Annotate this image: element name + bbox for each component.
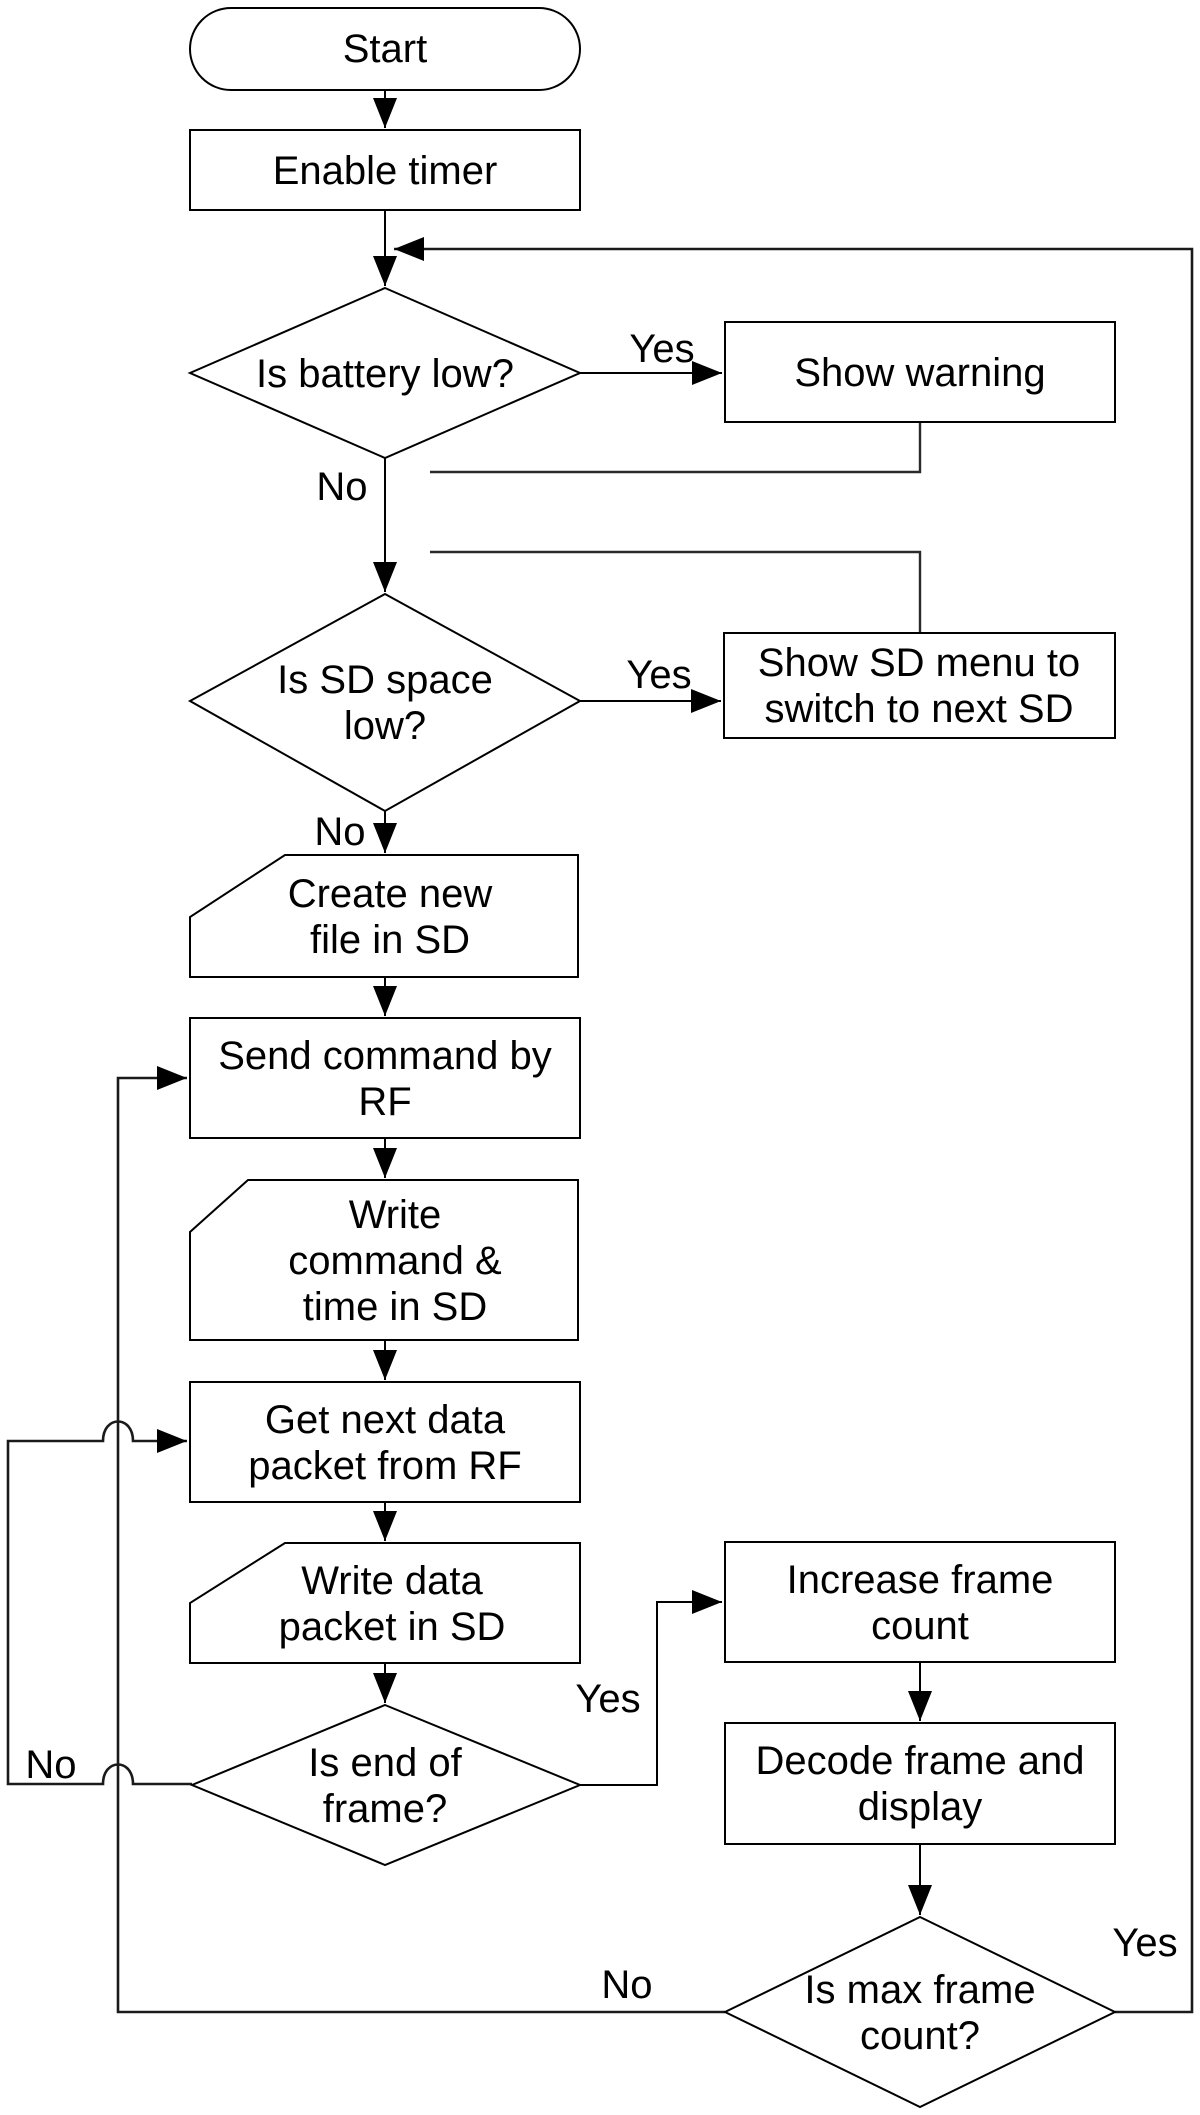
max-frame-check-decision	[722, 1915, 1118, 2109]
edge-end-of-frame-no-loop	[6, 1420, 192, 1786]
write-data-packet-label-line2: packet in SD	[279, 1605, 506, 1649]
send-command-label-line2: RF	[358, 1080, 411, 1124]
write-command-label-line3: time in SD	[303, 1285, 488, 1329]
show-sd-menu-label-line2: switch to next SD	[764, 687, 1073, 731]
start-label: Start	[343, 27, 427, 71]
start-node	[189, 7, 581, 91]
increase-frame-count-node	[724, 1541, 1116, 1663]
battery-no-label: No	[316, 465, 367, 509]
increase-frame-count-label-line1: Increase frame	[787, 1558, 1054, 1602]
max-frame-no-label: No	[601, 1963, 652, 2007]
send-command-label-line1: Send command by	[218, 1034, 552, 1078]
show-warning-label: Show warning	[794, 351, 1045, 395]
max-frame-label-line2: count?	[860, 2014, 980, 2058]
edge-max-frame-no-loop	[116, 1066, 725, 2014]
create-new-file-label-line1: Create new	[288, 872, 493, 916]
write-data-packet-node	[189, 1542, 581, 1664]
edge-end-of-frame-yes	[580, 1590, 722, 1786]
create-new-file-node	[189, 854, 579, 978]
decode-frame-node	[724, 1722, 1116, 1845]
enable-timer-node	[189, 129, 581, 211]
create-new-file-label-line2: file in SD	[310, 918, 470, 962]
end-of-frame-check-decision	[189, 1703, 583, 1867]
end-of-frame-label-line2: frame?	[323, 1787, 448, 1831]
max-frame-label-line1: Is max frame	[804, 1968, 1035, 2012]
write-command-node	[189, 1179, 579, 1341]
max-frame-yes-label: Yes	[1112, 1921, 1177, 1965]
enable-timer-label: Enable timer	[273, 149, 498, 193]
battery-check-label: Is battery low?	[256, 352, 514, 396]
edge-show-warning-return	[430, 422, 922, 474]
show-warning-node	[724, 321, 1116, 423]
increase-frame-count-label-line2: count	[871, 1604, 969, 1648]
write-command-label-line1: Write	[349, 1193, 442, 1237]
write-command-label-line2: command &	[288, 1239, 502, 1283]
edge-show-sd-menu-return	[430, 550, 922, 633]
sd-no-label: No	[314, 810, 365, 854]
end-of-frame-no-label: No	[25, 1743, 76, 1787]
get-next-packet-node	[189, 1381, 581, 1503]
sd-space-check-label-line2: low?	[344, 704, 426, 748]
end-of-frame-yes-label: Yes	[575, 1677, 640, 1721]
write-data-packet-label-line1: Write data	[301, 1559, 483, 1603]
sd-space-check-decision	[187, 592, 583, 813]
get-next-packet-label-line2: packet from RF	[248, 1444, 521, 1488]
send-command-node	[189, 1017, 581, 1139]
edge-max-frame-yes-loop	[394, 237, 1194, 2014]
show-sd-menu-node	[723, 632, 1116, 739]
battery-yes-label: Yes	[629, 327, 694, 371]
sd-space-check-label-line1: Is SD space	[277, 658, 493, 702]
sd-yes-label: Yes	[626, 653, 691, 697]
decode-frame-label-line2: display	[858, 1785, 983, 1829]
get-next-packet-label-line1: Get next data	[265, 1398, 506, 1442]
show-sd-menu-label-line1: Show SD menu to	[758, 641, 1080, 685]
battery-check-decision	[187, 286, 583, 460]
end-of-frame-label-line1: Is end of	[308, 1741, 462, 1785]
decode-frame-label-line1: Decode frame and	[755, 1739, 1084, 1783]
